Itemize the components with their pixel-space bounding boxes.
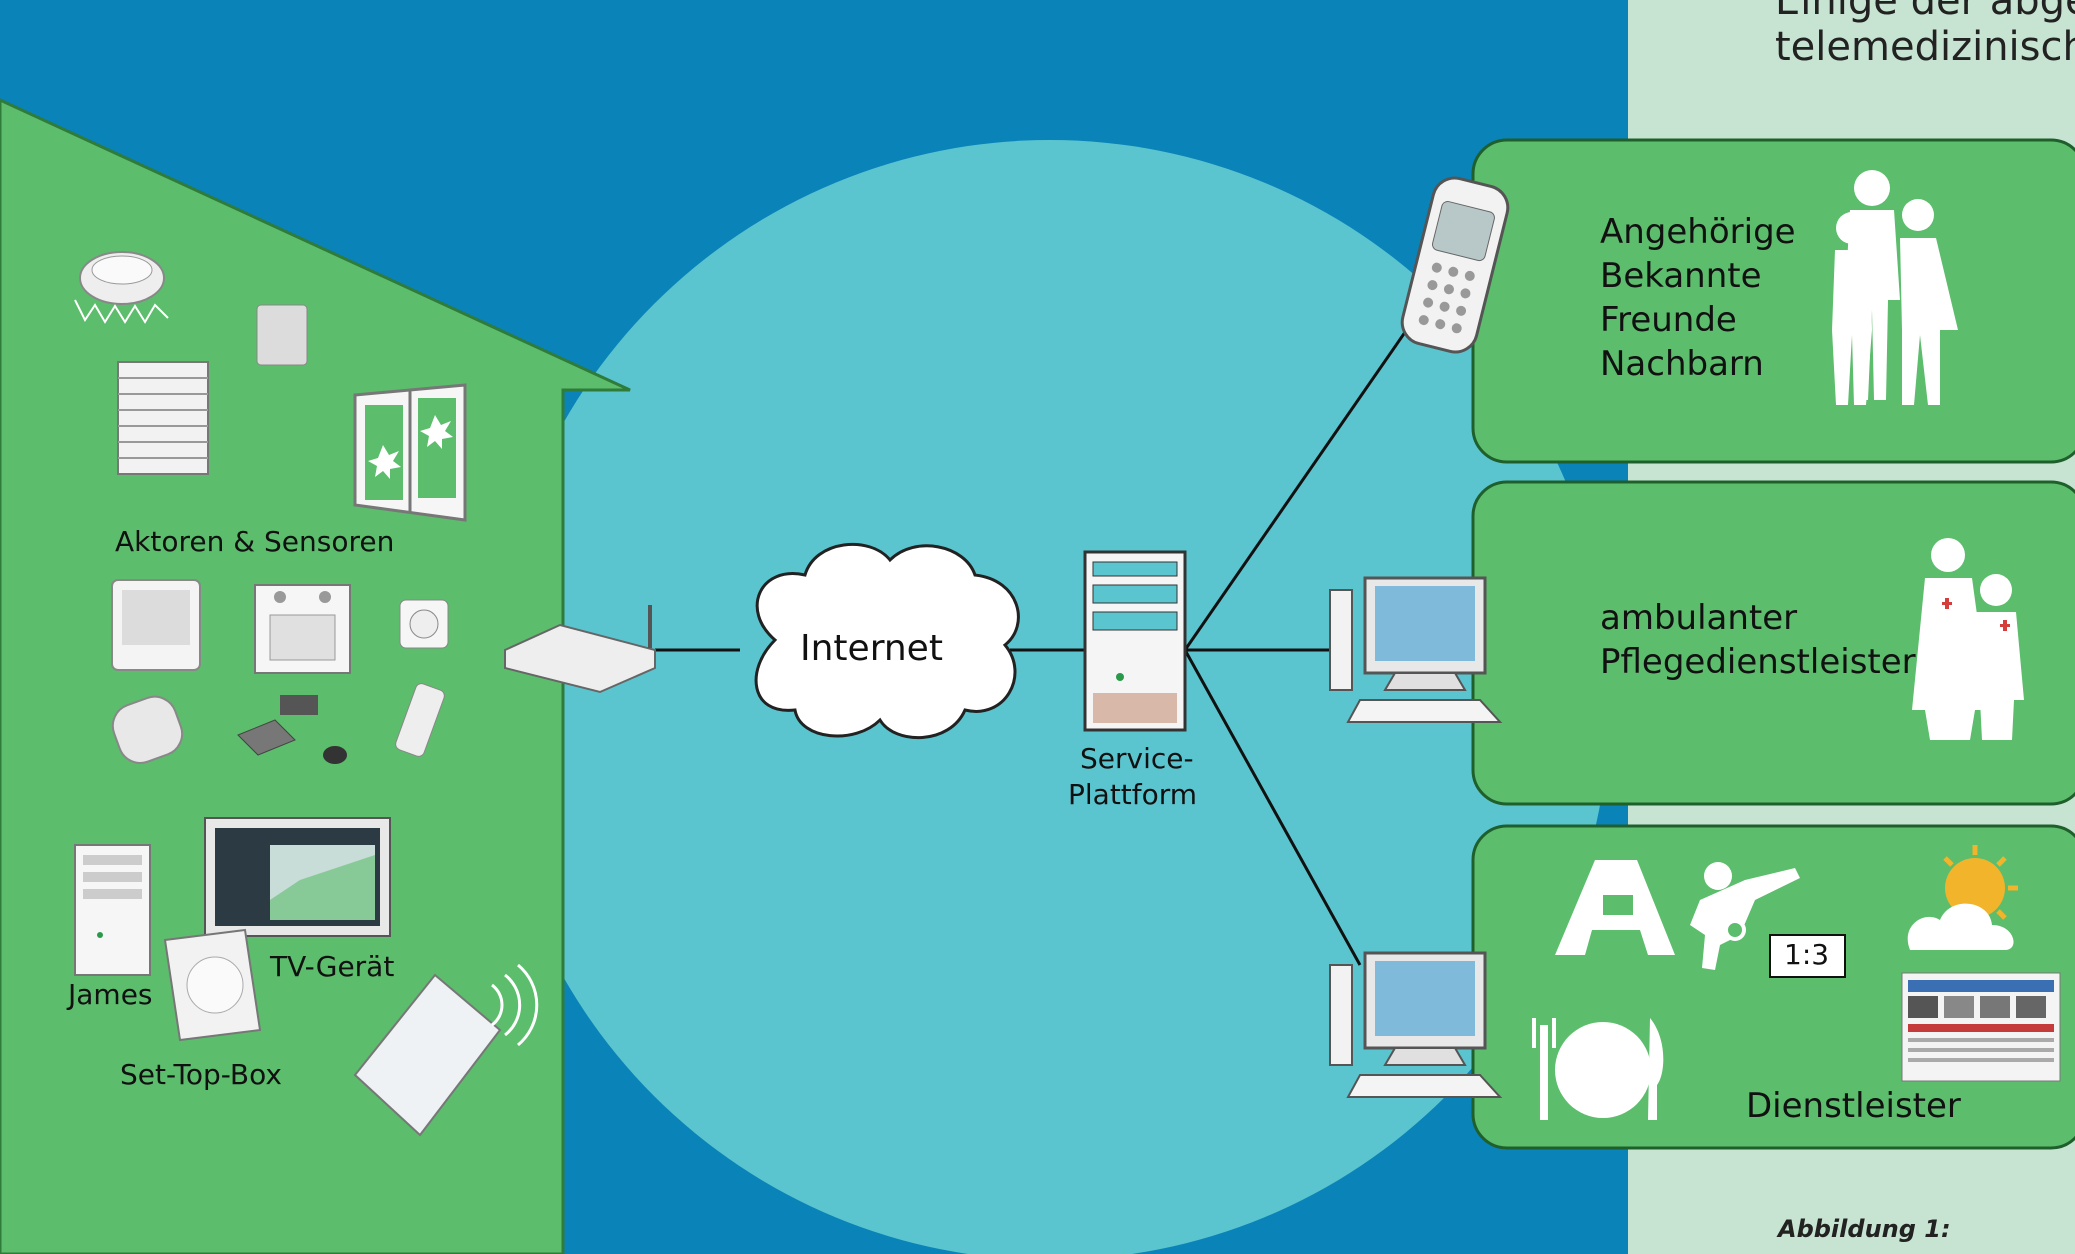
relatives-line-3: Freunde — [1600, 300, 1737, 340]
cloud-icon — [754, 542, 1020, 740]
set-top-box-label: Set-Top-Box — [120, 1058, 282, 1091]
james-pc-icon — [74, 844, 151, 976]
care-label-1: ambulanter — [1600, 598, 1798, 638]
relatives-line-1: Angehörige — [1600, 212, 1796, 252]
set-top-box-icon — [163, 928, 262, 1042]
score-box — [1769, 934, 1846, 978]
blood-pressure-monitor-icon — [237, 695, 347, 764]
relatives-line-4: Nachbarn — [1600, 344, 1764, 384]
blinds-icon — [117, 361, 209, 475]
stove-icon — [254, 584, 351, 674]
thermostat-display-icon — [111, 579, 201, 671]
pharmacy-icon — [1555, 860, 1675, 955]
inhaler-icon — [395, 683, 445, 757]
tablet-pen-icon — [353, 963, 539, 1137]
connection-lines — [655, 324, 1412, 966]
motion-sensor-icon — [256, 304, 308, 366]
relatives-line-2: Bekannte — [1600, 256, 1762, 296]
sensors-label: Aktoren & Sensoren — [115, 525, 395, 558]
tv-label: TV-Gerät — [270, 950, 395, 983]
weather-icon — [1907, 845, 2018, 950]
care-label-2: Pflegedienstleister — [1600, 642, 1916, 682]
internet-label: Internet — [800, 628, 943, 669]
family-icon — [1832, 170, 1958, 405]
plate-cutlery-icon — [1532, 1018, 1664, 1120]
james-label: James — [68, 978, 153, 1011]
nurses-icon — [1912, 538, 2024, 740]
figure-caption: Abbildung 1: — [1778, 1215, 1951, 1243]
desktop-computer-icon — [1329, 576, 1503, 723]
newspaper-icon — [1901, 972, 2061, 1082]
service-platform-label-1: Service- — [1080, 742, 1194, 775]
panel-text-line-1: Einige der abge — [1775, 0, 2075, 24]
panel-text-line-2: telemedizinische — [1775, 24, 2075, 70]
desktop-computer-icon — [1329, 951, 1503, 1098]
relatives-box — [1471, 138, 2075, 464]
window-break-sensor-icon — [353, 383, 467, 522]
smoke-detector-icon — [74, 251, 169, 324]
services-label: Dienstleister — [1746, 1086, 1961, 1126]
power-socket-icon — [399, 599, 449, 649]
service-platform-label-2: Plattform — [1068, 778, 1198, 811]
score-label: 1:3 — [1784, 938, 1830, 971]
server-icon — [1083, 550, 1187, 732]
tv-screen-icon — [204, 817, 391, 937]
scale-icon — [111, 695, 184, 764]
router-icon — [504, 605, 656, 694]
mobile-phone-icon — [1400, 176, 1510, 354]
football-player-icon — [1690, 862, 1800, 970]
